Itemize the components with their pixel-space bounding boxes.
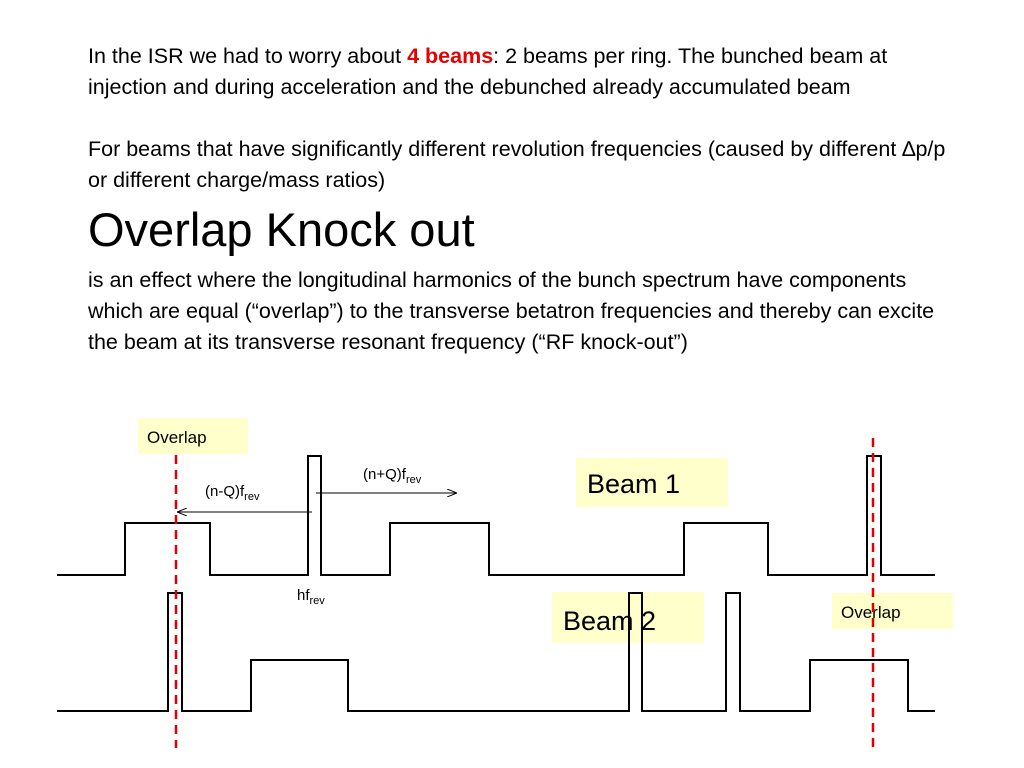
- intro-text-start: In the ISR we had to worry about: [88, 44, 408, 68]
- page-title: Overlap Knock out: [88, 203, 475, 256]
- frequency-text-end: p/p or different charge/mass ratios): [88, 137, 946, 192]
- beam2-spectrum: [57, 592, 935, 712]
- n-minus-q-label: (n-Q)frev: [205, 483, 260, 503]
- beam2-label: Beam 2: [563, 606, 656, 636]
- delta-symbol: ∆: [902, 137, 916, 161]
- beam1-label-box: [576, 458, 728, 507]
- overlap-label-right-box: [832, 593, 953, 629]
- overlap-label-left-box: [138, 418, 248, 454]
- n-plus-q-label: (n+Q)frev: [363, 466, 422, 486]
- intro-text-end: : 2 beams per ring. The bunched beam at …: [88, 44, 888, 99]
- four-beams-highlight: 4 beams: [407, 44, 494, 68]
- harmonic-label: hfrev: [297, 587, 325, 607]
- overlap-label-right: Overlap: [841, 603, 901, 622]
- definition-paragraph: is an effect where the longitudinal harm…: [88, 268, 935, 354]
- intro-paragraph: In the ISR we had to worry about 4 beams…: [88, 41, 948, 103]
- beam1-label: Beam 1: [587, 469, 680, 499]
- overlap-label-left: Overlap: [147, 428, 207, 447]
- frequency-text-start: For beams that have significantly differ…: [88, 137, 903, 161]
- beam1-spectrum: [57, 455, 935, 576]
- frequency-paragraph: For beams that have significantly differ…: [88, 134, 948, 196]
